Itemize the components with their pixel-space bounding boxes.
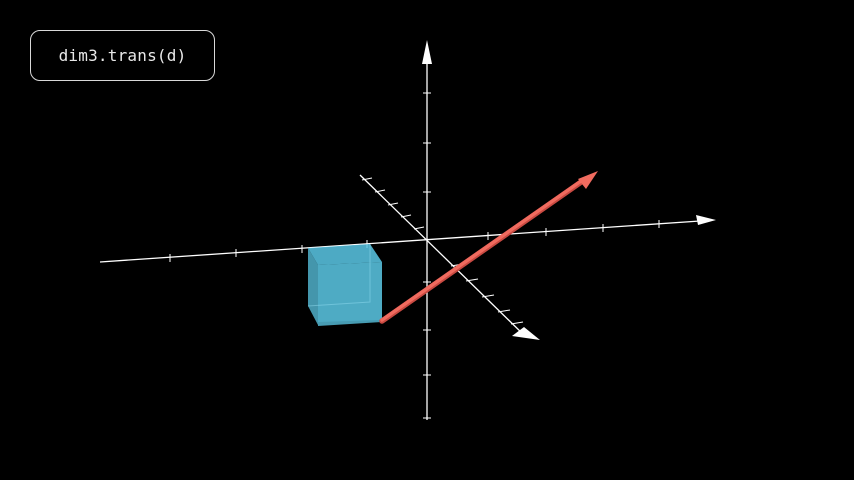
translation-vector: [379, 171, 598, 324]
z-axis-arrowhead-icon: [512, 327, 540, 340]
translucent-cube: [307, 244, 382, 326]
x-axis-ticks: [169, 220, 660, 262]
cube-top-face: [308, 244, 382, 265]
y-axis: [422, 40, 432, 420]
y-axis-arrowhead-icon: [422, 40, 432, 64]
code-label-text: dim3.trans(d): [58, 46, 187, 65]
y-axis-ticks: [423, 92, 431, 419]
x-axis-arrowhead-icon: [696, 215, 716, 225]
x-axis: [99, 215, 716, 263]
z-axis-ticks: [361, 177, 524, 325]
z-axis: [359, 174, 540, 340]
vector-arrowhead-icon: [578, 171, 598, 189]
code-label-box: dim3.trans(d): [30, 30, 215, 81]
cube-front-face: [318, 262, 382, 326]
